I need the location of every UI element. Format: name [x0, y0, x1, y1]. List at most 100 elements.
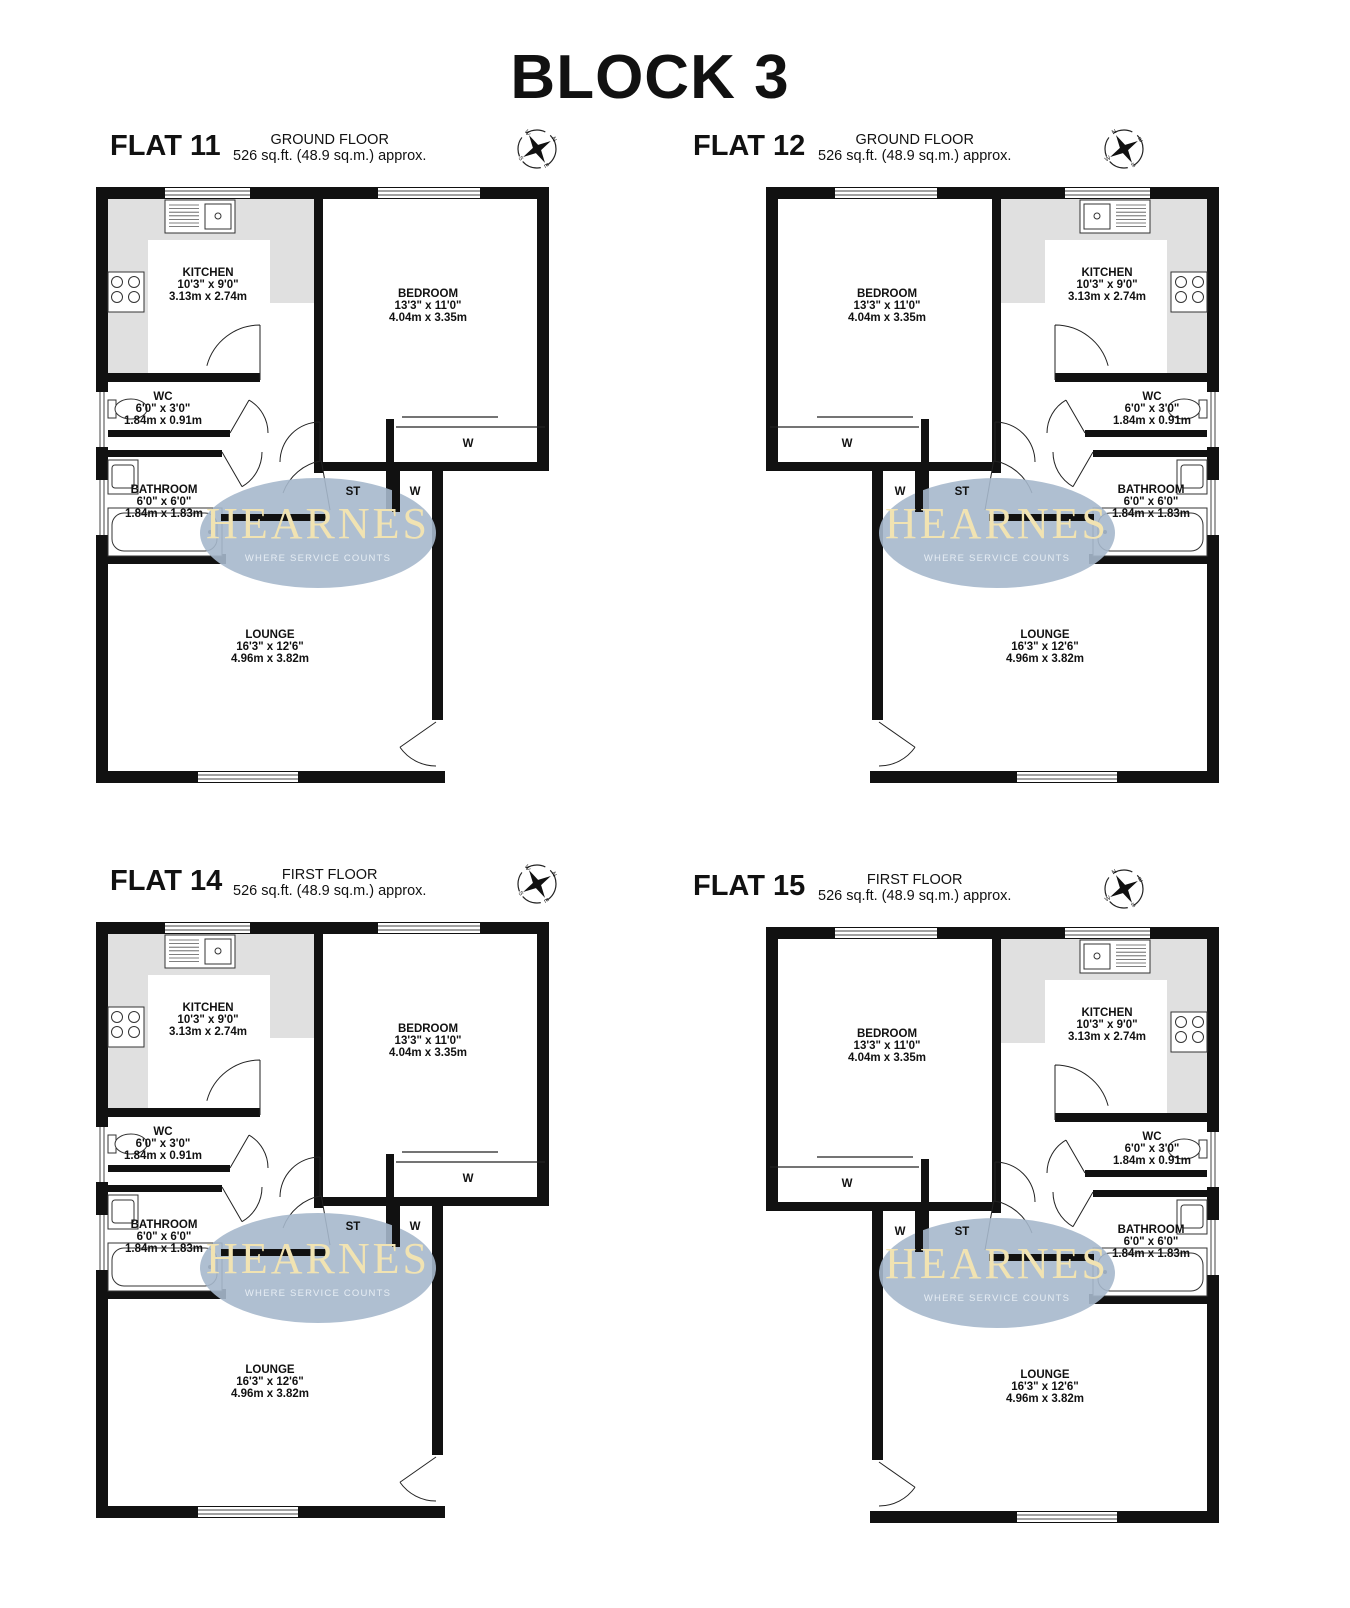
wardrobe-label: W: [895, 1226, 906, 1238]
compass-letter: S: [517, 156, 524, 162]
room-bedroom-imperial: 13'3" x 11'0": [854, 300, 921, 312]
plan-geometry: [766, 187, 1219, 783]
room-lounge-metric: 4.96m x 3.82m: [1006, 1393, 1084, 1405]
wall: [872, 464, 883, 720]
room-kitchen-name: KITCHEN: [1081, 267, 1132, 279]
wall: [386, 1154, 394, 1244]
sink-icon: [164, 934, 236, 969]
store-label: ST: [346, 1221, 361, 1233]
wardrobe-label: W: [842, 438, 853, 450]
window: [1207, 480, 1219, 535]
wardrobe-label: W: [463, 1173, 474, 1185]
compass-letter: W: [1104, 155, 1112, 163]
wardrobe-label: W: [410, 486, 421, 498]
wall: [221, 514, 326, 521]
window: [198, 772, 298, 782]
wall: [537, 187, 549, 471]
door-swing: [279, 1156, 321, 1198]
door-swing: [1046, 399, 1086, 434]
window: [1017, 772, 1117, 782]
wall: [432, 1199, 443, 1455]
window: [1207, 1220, 1219, 1275]
flat-name: FLAT 14: [110, 865, 223, 897]
compass-letter: N: [1111, 869, 1118, 876]
room-bedroom-metric: 4.04m x 3.35m: [848, 1052, 926, 1064]
compass-letter: S: [1131, 162, 1137, 169]
window: [1065, 928, 1150, 938]
toilet-icon: [1167, 1138, 1208, 1160]
store-label: ST: [955, 1226, 970, 1238]
door-swing: [229, 399, 269, 434]
room-bathroom-imperial: 6'0" x 6'0": [1124, 496, 1179, 508]
room-bathroom-name: BATHROOM: [131, 484, 198, 496]
watermark-name: HEARNES: [885, 499, 1109, 548]
compass-letter: S: [1131, 902, 1137, 909]
wall: [921, 419, 929, 509]
basin-icon: [1176, 1199, 1208, 1235]
door-swing: [1046, 1139, 1086, 1174]
wall: [766, 187, 778, 471]
room-kitchen-name: KITCHEN: [182, 267, 233, 279]
door-swing: [1054, 1064, 1109, 1120]
sink-icon: [1079, 199, 1151, 234]
room-kitchen-imperial: 10'3" x 9'0": [1076, 279, 1137, 291]
watermark-tagline: WHERE SERVICE COUNTS: [924, 1293, 1070, 1304]
watermark-name: HEARNES: [206, 499, 430, 548]
room-kitchen-metric: 3.13m x 2.74m: [1068, 1031, 1146, 1043]
compass-letter: E: [542, 163, 549, 169]
room-wc-metric: 1.84m x 0.91m: [124, 415, 202, 427]
window: [378, 923, 480, 933]
room-lounge-imperial: 16'3" x 12'6": [1011, 641, 1079, 653]
door-swing: [399, 721, 437, 767]
room-bedroom-imperial: 13'3" x 11'0": [854, 1040, 921, 1052]
watermark-tagline: WHERE SERVICE COUNTS: [245, 553, 391, 564]
window: [1207, 392, 1219, 447]
basin-icon: [107, 459, 139, 495]
room-bedroom-name: BEDROOM: [857, 288, 917, 300]
room-bathroom-name: BATHROOM: [131, 1219, 198, 1231]
room-kitchen-metric: 3.13m x 2.74m: [169, 1026, 247, 1038]
compass-letter: N: [550, 136, 557, 143]
room-lounge-name: LOUNGE: [245, 1364, 295, 1376]
window: [835, 188, 937, 198]
window: [378, 188, 480, 198]
wall: [108, 373, 260, 382]
wall: [108, 1289, 226, 1299]
room-wc-metric: 1.84m x 0.91m: [1113, 1155, 1191, 1167]
wall: [1089, 1294, 1207, 1304]
room-lounge-metric: 4.96m x 3.82m: [231, 1388, 309, 1400]
wall: [314, 193, 323, 473]
wall: [768, 1202, 1001, 1211]
door-swing: [221, 451, 263, 488]
compass-letter: E: [1138, 137, 1144, 144]
wall: [108, 1165, 230, 1172]
room-kitchen-name: KITCHEN: [1081, 1007, 1132, 1019]
wall: [766, 927, 778, 1211]
door-swing: [206, 324, 261, 380]
wall: [386, 419, 394, 509]
wall: [989, 514, 1094, 521]
door-swing: [878, 721, 916, 767]
room-bedroom-imperial: 13'3" x 11'0": [395, 300, 462, 312]
wall: [989, 1254, 1094, 1261]
floor-level: GROUND FLOOR: [270, 132, 389, 148]
room-lounge-imperial: 16'3" x 12'6": [236, 1376, 304, 1388]
floor-area: 526 sq.ft. (48.9 sq.m.) approx.: [818, 148, 1012, 164]
room-wc-metric: 1.84m x 0.91m: [1113, 415, 1191, 427]
room-wc-name: WC: [1142, 1131, 1161, 1143]
door-swing: [279, 421, 321, 463]
watermark-oval: [200, 1213, 436, 1323]
room-bedroom-name: BEDROOM: [398, 288, 458, 300]
store-label: ST: [346, 486, 361, 498]
kitchen-worktop: [1001, 198, 1045, 303]
flat-name: FLAT 12: [693, 130, 806, 162]
wall: [872, 1204, 883, 1460]
